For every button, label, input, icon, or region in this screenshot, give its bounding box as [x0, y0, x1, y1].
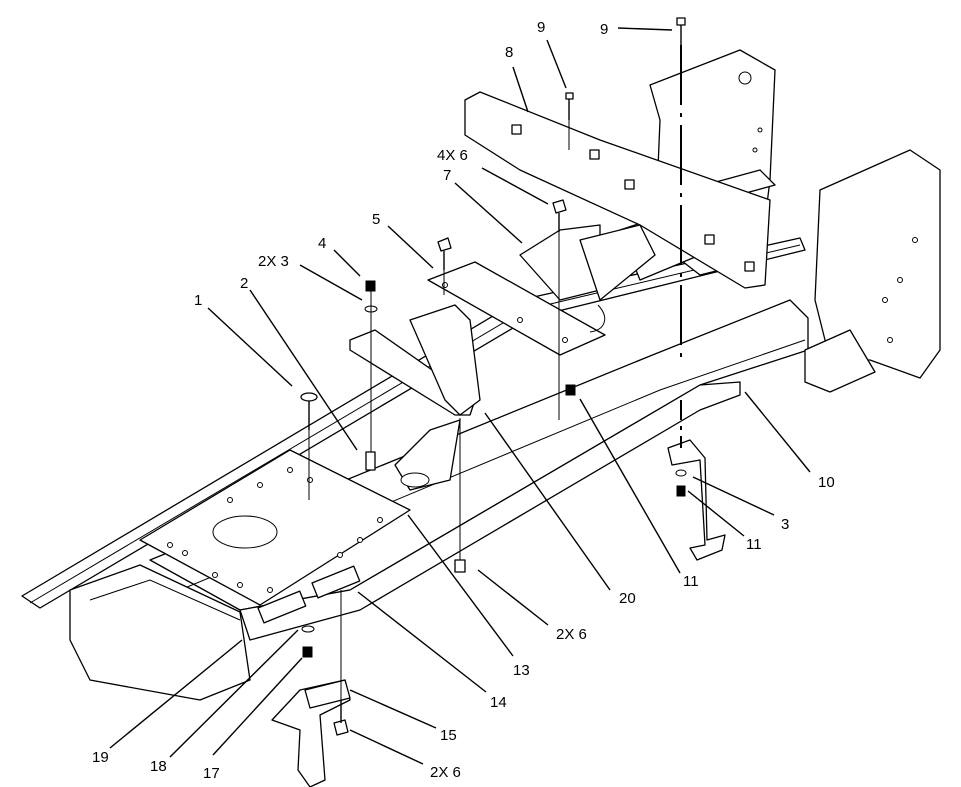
callout-11-rail: 11 — [683, 573, 699, 590]
callout-2x3: 2X 3 — [258, 253, 289, 270]
bracket-part-15 — [271, 679, 351, 787]
seat-bracket-part-20 — [349, 304, 481, 491]
bracket-part-7 — [519, 224, 656, 301]
fasteners — [300, 17, 687, 736]
callout-9-top: 9 — [600, 21, 608, 38]
callout-8: 8 — [505, 44, 513, 61]
hanger-bracket-part-3 — [667, 439, 726, 561]
assembly-centerlines — [308, 45, 682, 700]
callout-15: 15 — [440, 727, 457, 744]
callout-18: 18 — [150, 758, 167, 775]
callout-17: 17 — [203, 765, 220, 782]
callout-10: 10 — [818, 474, 835, 491]
callout-11-hanger: 11 — [746, 536, 762, 553]
callout-20: 20 — [619, 590, 636, 607]
callout-2x6-rail: 2X 6 — [556, 626, 587, 643]
engine-mount-plate — [139, 449, 411, 606]
callout-2x6-bottom: 2X 6 — [430, 764, 461, 781]
callout-labels: 1 2 2X 3 4 5 7 4X 6 8 9 9 10 3 11 11 20 … — [92, 19, 835, 782]
callout-7: 7 — [443, 167, 451, 184]
callout-14: 14 — [490, 694, 507, 711]
callout-19: 19 — [92, 749, 109, 766]
callout-4: 4 — [318, 235, 326, 252]
crossbar-part-8 — [464, 91, 771, 289]
callout-3: 3 — [781, 516, 789, 533]
callout-4x6: 4X 6 — [437, 147, 468, 164]
leader-lines — [109, 27, 811, 765]
callout-5: 5 — [372, 211, 380, 228]
callout-1: 1 — [194, 292, 202, 309]
callout-13: 13 — [513, 662, 530, 679]
callout-9-at-8: 9 — [537, 19, 545, 36]
callout-2: 2 — [240, 275, 248, 292]
mounting-plate-part-5 — [427, 261, 606, 356]
